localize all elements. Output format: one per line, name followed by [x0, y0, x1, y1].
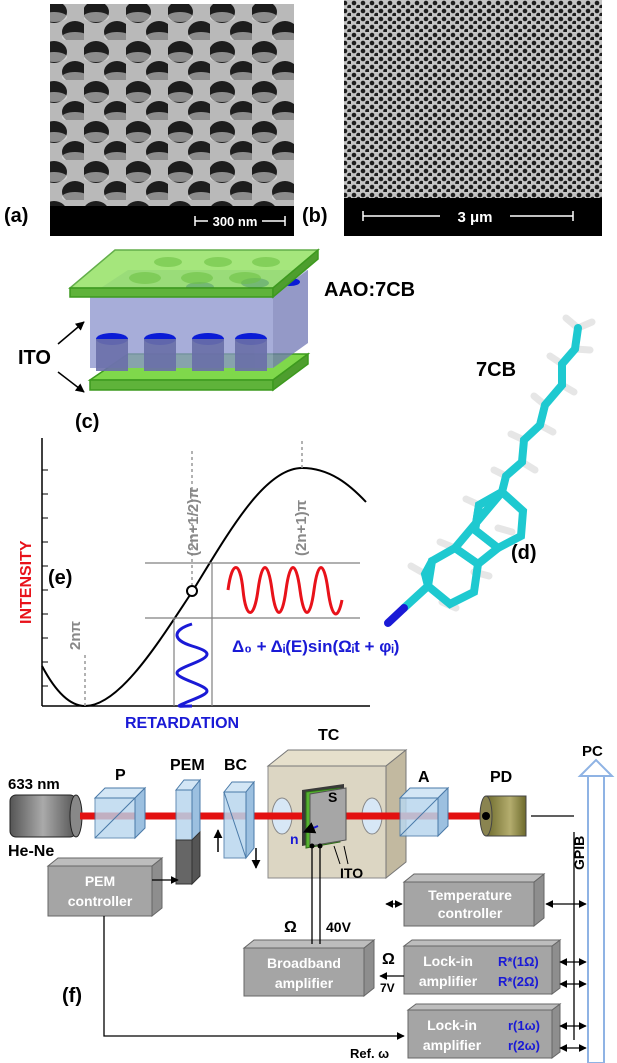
polarizer: [93, 786, 147, 840]
lock-in-1-out1: R*(1Ω): [498, 954, 539, 969]
lock-in-2-out2: r(2ω): [508, 1038, 540, 1053]
lock-in-1-line1: Lock-in: [423, 953, 473, 969]
panel-c: AAO:7CB ITO (c): [18, 248, 415, 433]
sample-label: AAO:7CB: [324, 279, 415, 301]
lock-in-2-line2: amplifier: [423, 1037, 482, 1053]
panel-b: 3 μm (b): [302, 0, 602, 236]
sem-image-b: [344, 0, 602, 236]
lock-in-amplifier-1: Lock-in amplifier R*(1Ω) R*(2Ω): [402, 939, 562, 995]
s-label: S: [328, 789, 337, 805]
ref-label: Ref. ω: [350, 1046, 389, 1061]
analyzer: [398, 786, 450, 838]
mark-full: (2n+1)π: [293, 499, 310, 556]
7cb-molecule: [384, 314, 596, 627]
voltage-label: 40V: [326, 919, 352, 935]
input-modulation: [175, 622, 209, 708]
lock-in-2-out1: r(1ω): [508, 1018, 540, 1033]
mark-2npi: 2nπ: [67, 620, 84, 650]
photodetector: [479, 795, 527, 837]
gain-label: 7V: [380, 981, 395, 995]
laser-label: He-Ne: [8, 843, 54, 860]
y-ticks: [42, 469, 48, 687]
pem-controller: PEM controller: [46, 856, 164, 918]
scalebar-strip-b: [344, 198, 602, 236]
wiring: [103, 815, 587, 1052]
lock-in-1-line2: amplifier: [419, 973, 478, 989]
scalebar-strip-a: [50, 206, 294, 236]
panel-label-a: (a): [4, 205, 28, 227]
sample-ito-label: ITO: [340, 865, 363, 881]
bc-label: BC: [224, 757, 248, 774]
output-modulation: [226, 566, 344, 616]
omega-label-2: Ω: [382, 951, 395, 968]
ito-label: ITO: [18, 347, 51, 369]
scalebar-b: [362, 211, 574, 221]
sem-image-a: [50, 4, 294, 236]
pc-arrow: [587, 773, 605, 1063]
ylabel: INTENSITY: [18, 540, 35, 624]
broadband-amplifier-line1: Broadband: [267, 955, 341, 971]
pd-label: PD: [490, 769, 512, 786]
mark-half: (2n+1/2)π: [185, 487, 202, 556]
scalebar-label-b: 3 μm: [457, 209, 492, 226]
panel-e: 2nπ (2n+1/2)π (2n+1)π INTENSITY RETARDAT…: [18, 438, 399, 732]
temperature-controller-line1: Temperature: [428, 887, 512, 903]
panel-label-d: (d): [511, 542, 537, 564]
pem: [174, 778, 202, 886]
xlabel: RETARDATION: [125, 715, 239, 732]
temperature-controller: Temperature controller: [402, 872, 546, 928]
pc-label: PC: [582, 743, 603, 760]
omega-label: Ω: [284, 919, 297, 936]
a-label: A: [418, 769, 430, 786]
panel-d: 7CB (d): [384, 314, 596, 627]
scalebar-label-a: 300 nm: [213, 214, 258, 229]
lock-in-1-out2: R*(2Ω): [498, 974, 539, 989]
panel-label-b: (b): [302, 205, 328, 227]
pem-controller-line2: controller: [68, 893, 133, 909]
sample-cell: [302, 784, 347, 849]
intensity-curve: [41, 466, 367, 708]
broadband-amplifier: Broadband amplifier: [242, 938, 376, 998]
gpib-label: GPIB: [571, 836, 587, 870]
panel-f: PC GPIB 633 nm He-Ne TC P: [8, 727, 615, 1063]
panel-label-e: (e): [48, 567, 72, 589]
panel-label-f: (f): [62, 985, 82, 1007]
tc-label: TC: [318, 727, 340, 744]
laser: [9, 794, 77, 838]
lock-in-amplifier-2: Lock-in amplifier r(1ω) r(2ω): [406, 1003, 562, 1059]
n-label: n: [290, 831, 299, 847]
panel-label-c: (c): [75, 411, 99, 433]
babinet-compensator: [222, 780, 256, 860]
operating-point: [186, 585, 198, 597]
scalebar-a: [194, 216, 286, 226]
p-label: P: [115, 767, 126, 784]
pem-controller-line1: PEM: [85, 873, 115, 889]
molecule-label: 7CB: [476, 359, 516, 381]
broadband-amplifier-line2: amplifier: [275, 975, 334, 991]
laser-wavelength: 633 nm: [8, 776, 60, 793]
panel-a: 300 nm (a): [4, 4, 294, 236]
formula: Δ₀ + Δᵢ(E)sin(Ωᵢt + φᵢ): [232, 637, 399, 656]
pem-label: PEM: [170, 757, 205, 774]
lock-in-2-line1: Lock-in: [427, 1017, 477, 1033]
temperature-controller-line2: controller: [438, 905, 503, 921]
